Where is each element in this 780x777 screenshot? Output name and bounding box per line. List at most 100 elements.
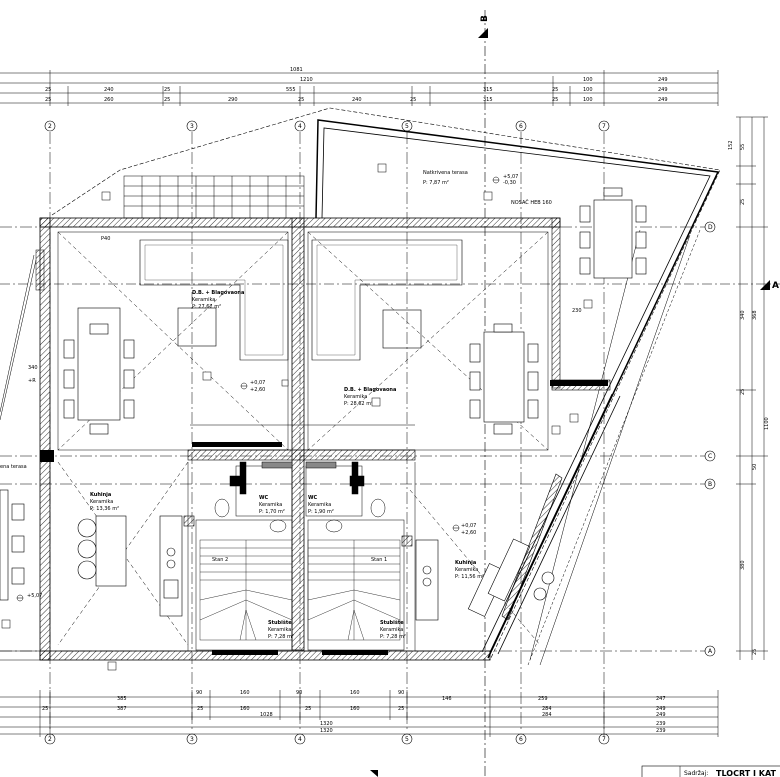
dim-bot-4b: 239 (656, 721, 666, 727)
dim-top-3f: 25 (552, 87, 558, 93)
dim-bot-3b: 284 (542, 712, 552, 718)
terrace-slab (550, 380, 608, 386)
room-stair-right-sub: Keramika (380, 627, 403, 633)
dim-right-10: 25 (752, 649, 758, 655)
label-340: 340 (28, 365, 38, 371)
dim-top-4i: 25 (552, 97, 558, 103)
dim-top-4g: 25 (410, 97, 416, 103)
coffee-table-right (382, 309, 422, 349)
roof-outline (51, 107, 721, 661)
diagonal-wall-hatched (501, 473, 563, 621)
label-plus-r: +R (28, 378, 36, 384)
left-terrace (0, 249, 45, 661)
door-left (212, 650, 278, 655)
room-living-left-area: P: 27,62 m² (192, 304, 221, 310)
axis-a: A (708, 648, 713, 655)
room-kitchen-right-name: Kuhinja (455, 560, 476, 566)
left-terrace-table (0, 489, 25, 601)
dim-top-2a: 1210 (300, 77, 313, 83)
coffee-table-left (177, 307, 217, 347)
counter-top-left (192, 442, 282, 447)
room-living-right-name: D.B. + Blagovaona (344, 387, 396, 393)
dim-bot-2f: 160 (350, 706, 360, 712)
dim-top-2c: 249 (658, 77, 668, 83)
room-wc-left-area: P: 1,70 m² (259, 509, 285, 515)
level-left-1: +0,07 (250, 380, 265, 386)
room-kitchen-left-name: Kuhinja (90, 492, 111, 498)
axis-b: B (708, 481, 712, 488)
stair-right (307, 539, 401, 641)
dim-bot-1h: 259 (538, 696, 548, 702)
dim-bot-5a: 1320 (320, 728, 333, 734)
dim-right-5: 25 (740, 389, 746, 395)
dim-bot-1f: 90 (398, 690, 404, 696)
label-stan-1: Stan 1 (371, 557, 387, 563)
axis-7-top: 7 (602, 123, 606, 130)
axis-2-top: 2 (48, 123, 52, 130)
dim-bot-3c: 249 (656, 712, 666, 718)
axis-3-bottom: 3 (190, 736, 194, 743)
dim-bot-2a: 25 (42, 706, 48, 712)
axis-5-top: 5 (405, 123, 409, 130)
dim-top-3g: 100 (583, 87, 593, 93)
dimensions-right (736, 116, 768, 660)
dim-right-9: 1100 (764, 417, 770, 430)
label-p40: P40 (101, 236, 110, 242)
dim-top-4a: 25 (45, 97, 51, 103)
dim-bot-3a: 1028 (260, 712, 273, 718)
room-kitchen-right-area: P: 11,56 m² (455, 574, 484, 580)
dim-bot-2g: 25 (398, 706, 404, 712)
room-kitchen-left-area: P: 13,36 m² (90, 506, 119, 512)
room-stair-left-area: P: 7,28 m² (268, 634, 294, 640)
room-stair-right-area: P: 7,28 m² (380, 634, 406, 640)
note-beam: NOSAČ HEB 160 (511, 199, 552, 206)
dim-top-3a: 25 (45, 87, 51, 93)
axis-4-bottom: 4 (298, 736, 302, 743)
section-marker-a-right: A (0, 280, 780, 291)
title-block-title: TLOCRT I KAT (716, 769, 777, 777)
dim-bot-2d: 160 (240, 706, 250, 712)
room-living-right-area: P: 28,62 m² (344, 401, 373, 407)
dim-bot-4a: 1320 (320, 721, 333, 727)
dim-right-3: 25 (740, 199, 746, 205)
terrace-parapet (315, 119, 720, 659)
room-terrace-top-area: P: 7,87 m² (423, 180, 449, 186)
terrace-table (579, 187, 647, 279)
dim-right-1: 152 (728, 140, 734, 150)
dim-top-4b: 260 (104, 97, 114, 103)
dim-top-4k: 249 (658, 97, 668, 103)
exterior-stairs (123, 175, 305, 219)
axis-d: D (708, 224, 713, 231)
level-top-2: -0,30 (503, 180, 516, 186)
axis-4-top: 4 (298, 123, 302, 130)
level-right-2: +2,60 (461, 530, 476, 536)
dimensions-top (0, 70, 719, 106)
room-wc-left-sub: Keramika (259, 502, 282, 508)
room-stair-right-name: Stubište (380, 619, 404, 626)
dim-top-2b: 100 (583, 77, 593, 83)
dim-bot-1g: 146 (442, 696, 452, 702)
dim-overall: 1081 (290, 67, 303, 73)
axis-7-bottom: 7 (602, 736, 606, 743)
level-left-2: +2,60 (250, 387, 265, 393)
axis-markers-top (44, 120, 716, 745)
label-terrace-left: ena terasa (0, 464, 27, 470)
dim-right-8: 50 (752, 464, 758, 470)
room-kitchen-right-sub: Keramika (455, 567, 478, 573)
dim-bot-2h: 284 (542, 706, 552, 712)
section-b-label: B (480, 15, 490, 22)
axis-6-bottom: 6 (519, 736, 523, 743)
dim-top-3c: 25 (164, 87, 170, 93)
room-wc-left-name: WC (259, 495, 269, 501)
stair-left (199, 539, 293, 641)
kitchen-island-left (77, 515, 195, 617)
axis-3-top: 3 (190, 123, 194, 130)
room-stair-left-sub: Keramika (268, 627, 291, 633)
dim-bot-1a: 385 (117, 696, 127, 702)
level-left-terrace: +5,07 (27, 593, 42, 599)
room-wc-right-area: P: 1,90 m² (308, 509, 334, 515)
dim-bot-2i: 249 (656, 706, 666, 712)
dim-top-3h: 249 (658, 87, 668, 93)
sofa-left (139, 239, 289, 361)
